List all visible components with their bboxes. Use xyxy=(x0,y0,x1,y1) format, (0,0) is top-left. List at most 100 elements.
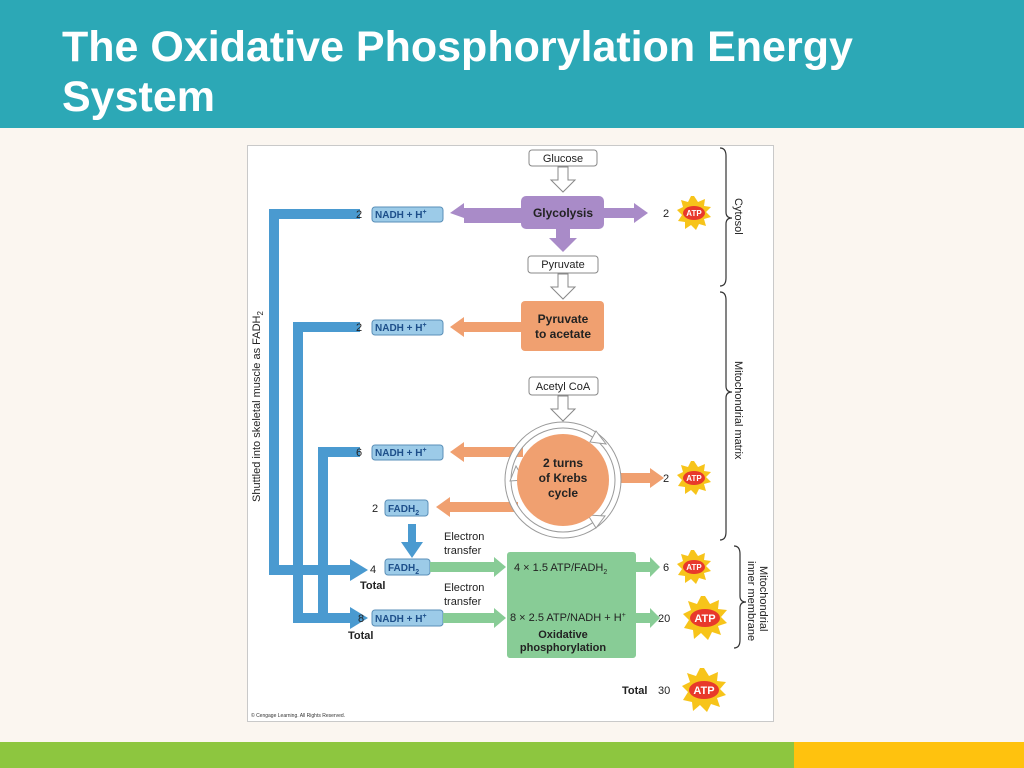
electron-transfer-2-line2: transfer xyxy=(444,596,482,608)
atp-total-count: 30 xyxy=(658,685,670,697)
nadh-count-pyruvate: 2 xyxy=(356,322,362,334)
matrix-brace xyxy=(719,291,733,541)
acetyl-coa-box xyxy=(528,376,599,396)
oxphos-label-1: Oxidative xyxy=(538,629,588,641)
pyruvate-box xyxy=(527,255,599,274)
svg-text:NADH + H+: NADH + H+ xyxy=(375,209,427,221)
title-line-2: System xyxy=(62,73,215,121)
fadh-down-arrowhead xyxy=(401,542,423,558)
nadh-pill-krebs: 6 NADH + H+ xyxy=(356,444,444,461)
fadh-to-oxphos-arrow xyxy=(430,557,506,577)
krebs-cycle-arrowhead-2 xyxy=(587,514,606,529)
fadh-sub: 2 xyxy=(415,510,419,517)
pyruvate-arrow xyxy=(549,273,577,300)
oxphos-label-2: phosphorylation xyxy=(520,642,606,654)
diagram-figure: Glucose Glycolysis Pyruvate Pyruvate to … xyxy=(247,145,774,722)
krebs-nadh-arrow xyxy=(450,442,523,462)
glucose-label: Glucose xyxy=(543,153,583,165)
krebs-label-2: of Krebs xyxy=(539,471,588,485)
fadh-text: FADH xyxy=(388,563,415,574)
svg-text:NADH + H+: NADH + H+ xyxy=(375,447,427,459)
footer-bar-gold xyxy=(794,742,1024,768)
atp-krebs: 2 ATP xyxy=(663,461,711,495)
nadh-count-glycolysis: 2 xyxy=(356,209,362,221)
electron-transfer-1-line1: Electron xyxy=(444,531,484,543)
shuttled-label: Shuttled into skeletal muscle as FADH2 xyxy=(251,311,265,502)
total-label-fadh: Total xyxy=(360,580,385,592)
atp-fadh-oxphos: 6 ATP xyxy=(663,550,711,584)
krebs-cycle-circle xyxy=(517,434,609,526)
glycolysis-down-stem xyxy=(556,228,570,240)
region-cytosol: Cytosol xyxy=(732,198,744,235)
nadh-text: NADH + H xyxy=(375,614,423,625)
atp-nadh-oxphos: 20 ATP xyxy=(658,596,727,640)
glucose-arrow xyxy=(549,166,577,193)
pipe-arrowhead-fadh xyxy=(350,559,368,581)
fadh-yield-text: 4 × 1.5 ATP/FADH xyxy=(514,562,603,574)
fadh-sub: 2 xyxy=(415,569,419,576)
fadh-yield-sub: 2 xyxy=(603,569,607,576)
atp-label: ATP xyxy=(686,563,702,572)
glycolysis-left-arrow xyxy=(450,203,523,223)
glycolysis-right-arrow xyxy=(603,203,648,223)
nadh-count-krebs: 6 xyxy=(356,447,362,459)
copyright-note: © Cengage Learning. All Rights Reserved. xyxy=(251,712,345,719)
shuttled-text: Shuttled into skeletal muscle as FADH xyxy=(251,315,263,502)
region-membrane-1: Mitochondrial xyxy=(757,566,769,631)
atp-count-nadh: 20 xyxy=(658,613,670,625)
atp-count-fadh: 6 xyxy=(663,562,669,574)
total-fadh-count: 4 xyxy=(370,564,376,576)
atp-label: ATP xyxy=(693,685,714,697)
pipe-arrowhead-nadh xyxy=(350,607,368,629)
glycolysis-down-arrowhead xyxy=(549,238,577,252)
oxphos-nadh-atp-arrow xyxy=(636,608,660,628)
nadh-pill-pyruvate: 2 NADH + H+ xyxy=(356,319,444,336)
pyruvate-to-acetate-label-1: Pyruvate xyxy=(538,312,589,326)
svg-text:NADH + H+: NADH + H+ xyxy=(375,322,427,334)
nadh-text: NADH + H xyxy=(375,323,423,334)
cytosol-brace xyxy=(719,147,733,287)
glycolysis-box xyxy=(521,196,604,229)
nadh-text: NADH + H xyxy=(375,448,423,459)
electron-transfer-1-line2: transfer xyxy=(444,545,482,557)
nadh-yield-plus: + xyxy=(622,612,626,619)
fadh-text: FADH xyxy=(388,504,415,515)
region-membrane-2: inner membrane xyxy=(745,561,757,641)
atp-label: ATP xyxy=(686,474,702,483)
krebs-atp-arrow xyxy=(620,468,664,488)
total-fadh-label: FADH2 xyxy=(388,563,419,576)
atp-count-krebs: 2 xyxy=(663,473,669,485)
title-line-1: The Oxidative Phosphorylation Energy xyxy=(62,23,853,71)
pyruvate-to-acetate-box xyxy=(521,301,604,351)
acetyl-coa-label: Acetyl CoA xyxy=(536,381,591,393)
atp-count-glycolysis: 2 xyxy=(663,208,669,220)
title-bar xyxy=(0,0,1024,128)
glucose-box xyxy=(528,149,598,167)
krebs-label-3: cycle xyxy=(548,486,578,500)
glycolysis-label: Glycolysis xyxy=(533,206,593,220)
membrane-brace xyxy=(733,545,747,649)
shuttled-sub: 2 xyxy=(256,311,265,316)
fadh-down-stem xyxy=(408,524,416,546)
pyruvate-to-acetate-label-2: to acetate xyxy=(535,327,591,341)
oxidative-phosphorylation-diagram: Glucose Glycolysis Pyruvate Pyruvate to … xyxy=(251,147,769,719)
atp-label: ATP xyxy=(686,209,702,218)
oxidative-phosphorylation-box xyxy=(507,552,636,658)
nadh-pill-glycolysis: 2 NADH + H+ xyxy=(356,206,444,223)
atp-glycolysis: 2 ATP xyxy=(663,196,711,230)
electron-transfer-2-line1: Electron xyxy=(444,582,484,594)
footer-bar-green xyxy=(0,742,794,768)
krebs-fadh-arrow xyxy=(436,497,518,517)
pyruvate-acetate-left-arrow xyxy=(450,317,523,337)
svg-text:FADH2: FADH2 xyxy=(388,504,419,517)
atp-total: Total 30 ATP xyxy=(622,668,726,712)
nadh-plus: + xyxy=(423,322,427,329)
region-matrix: Mitochondrial matrix xyxy=(732,361,744,460)
atp-total-label: Total xyxy=(622,685,647,697)
fadh-count-krebs: 2 xyxy=(372,503,378,515)
total-nadh-label: NADH + H+ xyxy=(375,613,427,625)
nadh-text: NADH + H xyxy=(375,210,423,221)
nadh-yield-label: 8 × 2.5 ATP/NADH + H+ xyxy=(510,612,626,624)
pipe-glycolysis-nadh xyxy=(269,209,360,575)
pyruvate-label: Pyruvate xyxy=(541,259,584,271)
